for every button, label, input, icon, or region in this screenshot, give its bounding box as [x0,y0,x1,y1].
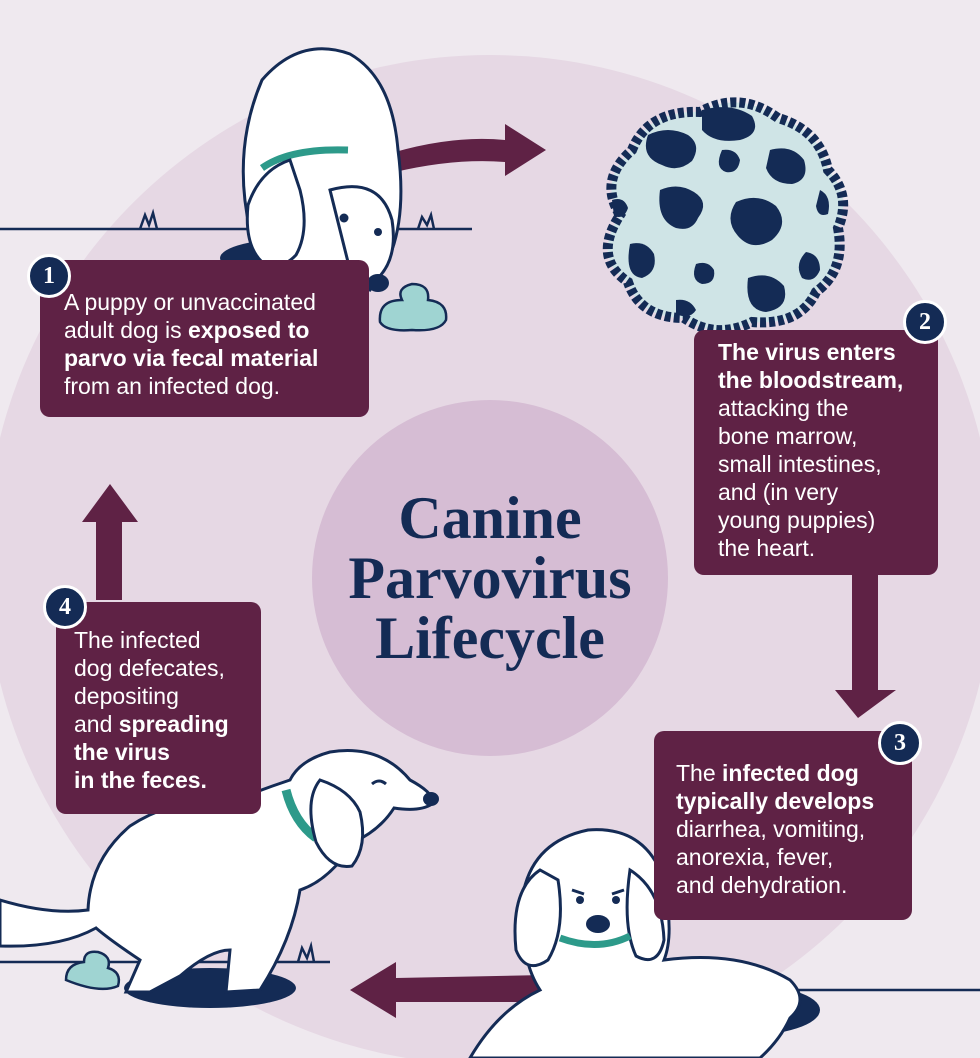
step-text: diarrhea, vomiting, [676,816,866,842]
step-text: attacking the [718,395,849,421]
step-text: the heart. [718,535,816,561]
step-2-line: the heart. [718,534,930,562]
arrow-3-to-4 [350,962,545,1018]
arrow-1-to-2 [395,124,546,176]
step-text: from an infected dog. [64,373,281,399]
step-4-line: depositing [74,682,253,710]
step-2-line: young puppies) [718,506,930,534]
step-text-bold: infected dog [722,760,859,786]
step-text: bone marrow, [718,423,858,449]
center-circle [312,400,668,756]
step-3-number-badge: 3 [878,721,922,765]
step-text: and (in very [718,479,839,505]
arrow-2-to-3 [835,560,896,718]
step-4-line: dog defecates, [74,654,253,682]
step-4-number-badge: 4 [43,585,87,629]
arrow-4-to-1 [82,484,138,600]
feces-icon [378,282,448,332]
defecating-dog-icon [0,749,439,1008]
step-1-line: parvo via fecal material [64,344,357,372]
step-2-line: the bloodstream, [718,366,930,394]
step-text-bold: exposed to [188,317,310,343]
lying-sick-dog-icon [468,828,820,1058]
step-3-line: The infected dog [676,759,904,787]
diagram-title: Canine Parvovirus Lifecycle [330,488,650,668]
title-line-1: Canine [398,485,582,551]
step-2-line: The virus enters [718,338,930,366]
title-line-3: Lifecycle [375,605,605,671]
step-text-bold: the virus [74,739,170,765]
step-text: depositing [74,683,179,709]
step-3-line: diarrhea, vomiting, [676,815,904,843]
step-3-line: typically develops [676,787,904,815]
step-text-bold: The virus enters [718,339,896,365]
step-2-line: attacking the [718,394,930,422]
virus-particle-icon [602,97,849,336]
step-4-line: in the feces. [74,766,253,794]
step-3-line: and dehydration. [676,871,904,899]
step-text-bold: parvo via fecal material [64,345,319,371]
title-line-2: Parvovirus [348,545,632,611]
step-text: adult dog is [64,317,189,343]
sniffing-dog-icon [220,47,403,292]
step-text: The [676,760,723,786]
step-text: A puppy or unvaccinated [64,289,316,315]
step-2-line: bone marrow, [718,422,930,450]
step-1-number-badge: 1 [27,254,71,298]
step-2-line: small intestines, [718,450,930,478]
step-text-bold: in the feces. [74,767,207,793]
step-2-number-badge: 2 [903,300,947,344]
step-4-line: the virus [74,738,253,766]
step-text-bold: the bloodstream, [718,367,904,393]
step-1-line: adult dog is exposed to [64,316,357,344]
step-text: small intestines, [718,451,882,477]
step-text: anorexia, fever, [676,844,834,870]
cycle-arrows [82,124,896,1018]
step-3-line: anorexia, fever, [676,843,904,871]
step-4-line: and spreading [74,710,253,738]
step-text: and [74,711,119,737]
step-text-bold: typically develops [676,788,875,814]
step-text: dog defecates, [74,655,225,681]
step-1-line: A puppy or unvaccinated [64,288,357,316]
step-text: The infected [74,627,201,653]
step-text: young puppies) [718,507,876,533]
step-text-bold: spreading [118,711,229,737]
step-1-line: from an infected dog. [64,372,357,400]
step-4-line: The infected [74,626,253,654]
step-text: and dehydration. [676,872,848,898]
step-2-line: and (in very [718,478,930,506]
